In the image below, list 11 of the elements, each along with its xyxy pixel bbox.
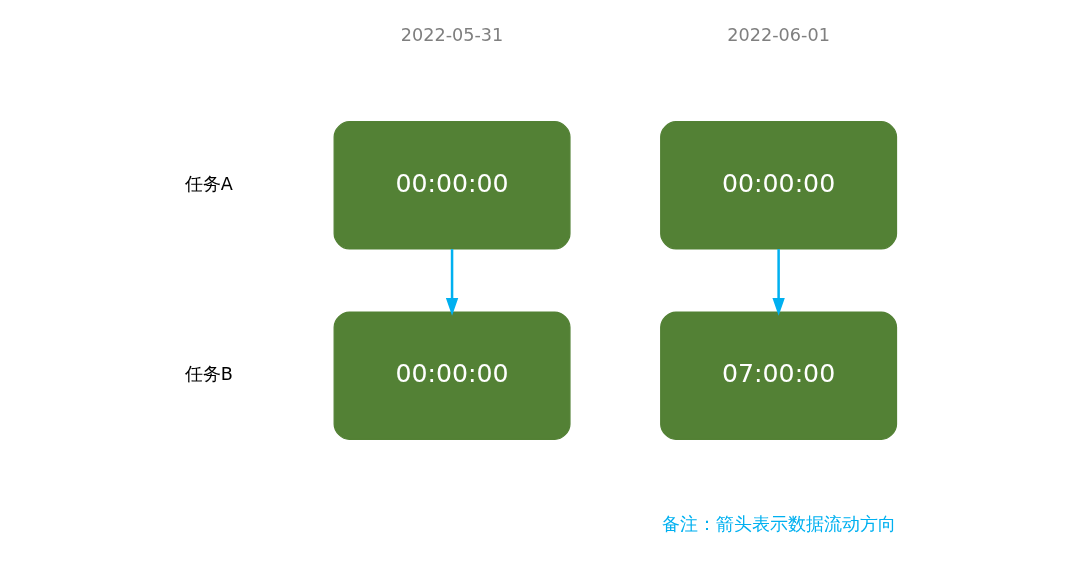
node-box: 07:00:00 [660, 311, 898, 440]
label: 2022-05-31 [400, 24, 504, 45]
node-box: 00:00:00 [660, 121, 898, 250]
arrow [772, 249, 785, 316]
label: 2022-06-01 [727, 24, 830, 45]
label: 任务A [184, 173, 233, 194]
node-box: 00:00:00 [333, 121, 571, 250]
arrow [445, 249, 459, 316]
label: 备注：箭头表示数据流动方向 [661, 513, 896, 534]
node-box: 00:00:00 [333, 311, 571, 440]
label: 任务B [184, 364, 233, 385]
